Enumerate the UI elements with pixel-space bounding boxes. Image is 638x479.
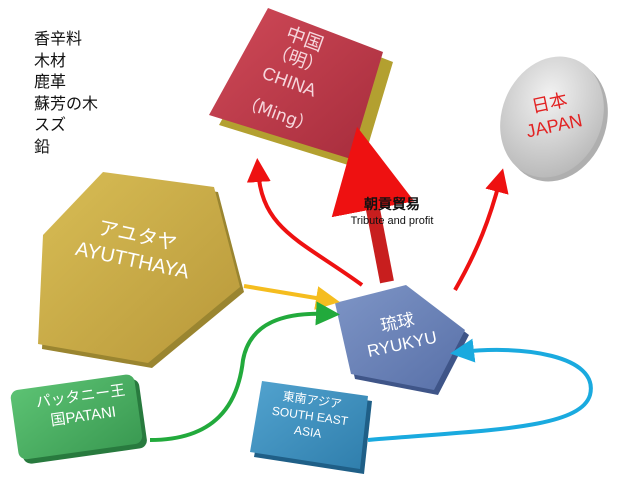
commodity-item: スズ [34,115,67,134]
commodity-item: 鉛 [34,136,51,156]
commodity-item: 鹿革 [34,72,67,91]
ayutthaya-node [38,172,244,368]
tribute-label: 朝貢貿易 Tribute and profit [322,196,462,229]
south-east-asia-node [250,381,372,474]
tribute-subtitle: Tribute and profit [350,215,434,227]
arrow-ryukyu-to-japan [453,168,509,291]
tribute-title: 朝貢貿易 [364,197,420,213]
arrow-southeast-asia-to-ryukyu [367,338,593,442]
commodity-item: 香辛料 [34,29,83,48]
commodity-item: 木材 [34,50,67,70]
japan-node [500,56,608,182]
commodities-list: 香辛料木材鹿革蘇芳の木スズ鉛 [34,28,98,157]
commodity-item: 蘇芳の木 [34,93,99,113]
ryukyu-node [335,285,469,395]
arrow-tribute-to-china [331,126,415,284]
arrow-patani-to-ryukyu [149,301,340,442]
patani-node [10,374,147,464]
arrow-ayutthaya-to-ryukyu [243,284,340,310]
arrow-ryukyu-to-china [246,158,364,287]
